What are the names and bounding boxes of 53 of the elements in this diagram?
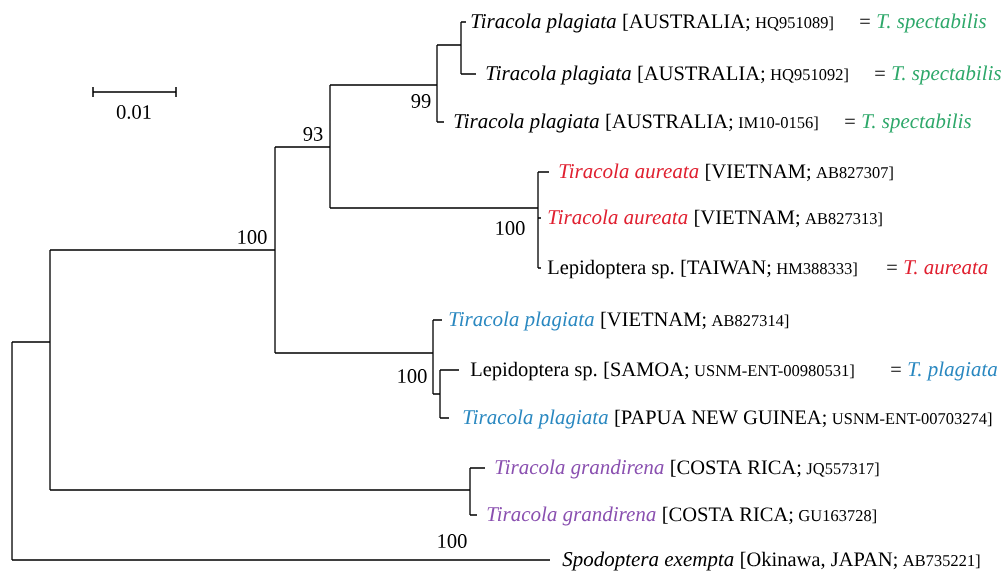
locality-label: [COSTA RICA; bbox=[663, 506, 793, 525]
equals-sign: = bbox=[875, 70, 885, 76]
synonym-name: T. aureata bbox=[904, 260, 988, 275]
bootstrap-value: 93 bbox=[303, 127, 323, 141]
taxon-name: Lepidoptera sp. bbox=[470, 361, 597, 381]
locality-label: [AUSTRALIA; bbox=[638, 65, 765, 84]
bootstrap-value: 100 bbox=[496, 221, 525, 235]
accession-number: AB827307] bbox=[816, 166, 893, 181]
locality-label: [SAMOA; bbox=[604, 361, 689, 380]
taxon-name: Tiracola grandirena bbox=[487, 506, 656, 526]
locality-label: [TAIWAN; bbox=[681, 259, 771, 278]
accession-number: HQ951089] bbox=[755, 16, 833, 31]
synonym-name: T. spectabilis bbox=[892, 65, 1001, 85]
accession-number: AB735221] bbox=[902, 554, 980, 569]
locality-label: [COSTA RICA; bbox=[671, 459, 801, 478]
accession-number: USNM-ENT-00703274] bbox=[832, 412, 992, 427]
synonym-name: T. spectabilis bbox=[862, 113, 971, 133]
bootstrap-value: 100 bbox=[438, 534, 467, 548]
locality-label: [AUSTRALIA; bbox=[606, 113, 733, 132]
taxon-name: Tiracola plagiata bbox=[454, 113, 599, 133]
accession-number: AB827314] bbox=[711, 314, 789, 329]
locality-label: [VIETNAM; bbox=[601, 311, 706, 330]
locality-label: [VIETNAM; bbox=[706, 163, 811, 182]
accession-number: IM10-0156] bbox=[738, 116, 818, 131]
equals-sign: = bbox=[887, 264, 897, 270]
synonym-name: T. plagiata bbox=[908, 361, 997, 381]
scale-label: 0.01 bbox=[116, 105, 151, 119]
taxon-name: Tiracola plagiata bbox=[471, 13, 616, 33]
taxon-name: Tiracola plagiata bbox=[463, 409, 608, 429]
locality-label: [VIETNAM; bbox=[695, 209, 800, 228]
accession-number: GU163728] bbox=[799, 509, 876, 524]
locality-label: [Okinawa, JAPAN; bbox=[741, 551, 897, 570]
equals-sign: = bbox=[845, 118, 855, 124]
taxon-name: Lepidoptera sp. bbox=[547, 259, 674, 279]
accession-number: HM388333] bbox=[776, 262, 857, 277]
taxon-name: Tiracola plagiata bbox=[486, 65, 631, 85]
taxon-name: Tiracola grandirena bbox=[495, 459, 664, 479]
taxon-name: Spodoptera exempta bbox=[562, 551, 734, 571]
equals-sign: = bbox=[891, 366, 901, 372]
bootstrap-value: 99 bbox=[411, 94, 431, 108]
taxon-name: Tiracola aureata bbox=[548, 209, 688, 225]
bootstrap-value: 100 bbox=[238, 230, 267, 244]
accession-number: JQ557317] bbox=[806, 462, 879, 477]
bootstrap-value: 100 bbox=[398, 369, 427, 383]
equals-sign: = bbox=[860, 18, 870, 24]
taxon-name: Tiracola aureata bbox=[559, 163, 699, 179]
accession-number: USNM-ENT-00980531] bbox=[694, 364, 854, 379]
locality-label: [PAPUA NEW GUINEA; bbox=[615, 409, 826, 428]
synonym-name: T. spectabilis bbox=[877, 13, 986, 33]
taxon-name: Tiracola plagiata bbox=[449, 311, 594, 331]
accession-number: HQ951092] bbox=[770, 68, 848, 83]
accession-number: AB827313] bbox=[805, 212, 882, 227]
locality-label: [AUSTRALIA; bbox=[623, 13, 750, 32]
